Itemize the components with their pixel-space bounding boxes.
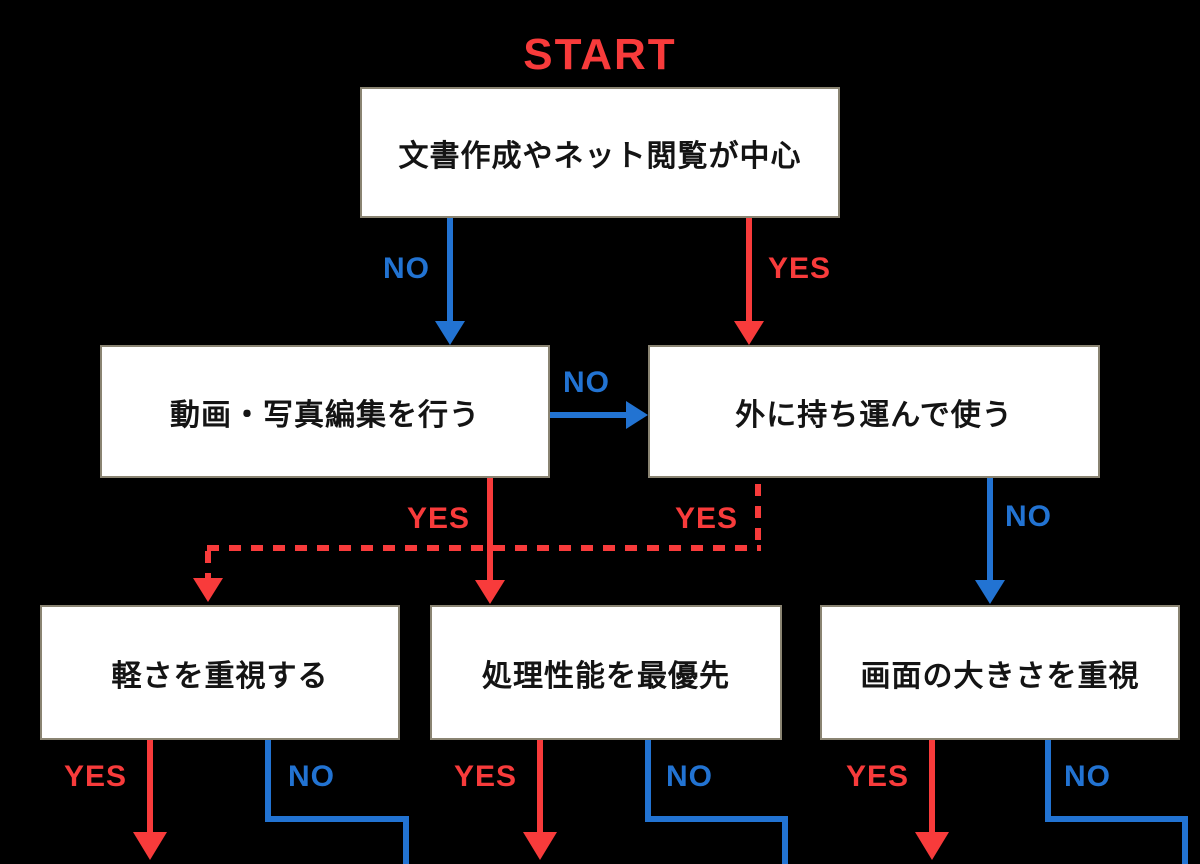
arrowhead-down-icon bbox=[915, 832, 949, 860]
connector-line-dashed bbox=[205, 551, 211, 579]
arrowhead-down-icon bbox=[475, 580, 505, 604]
edge-label-no: NO bbox=[288, 760, 335, 793]
flow-node-label: 画面の大きさを重視 bbox=[860, 659, 1140, 693]
connector-line bbox=[987, 478, 993, 584]
arrowhead-down-icon bbox=[523, 832, 557, 860]
connector-line bbox=[537, 740, 543, 834]
edge-label-no: NO bbox=[1064, 760, 1111, 793]
edge-label-yes: YES bbox=[407, 502, 471, 535]
flow-node-lightweight: 軽さを重視する bbox=[40, 605, 400, 740]
connector-line bbox=[1182, 816, 1188, 864]
connector-line-dashed bbox=[755, 484, 761, 546]
connector-line bbox=[782, 816, 788, 864]
connector-line bbox=[645, 816, 788, 822]
edge-label-yes: YES bbox=[846, 760, 910, 793]
flow-node-video-edit: 動画・写真編集を行う bbox=[100, 345, 550, 478]
connector-line bbox=[746, 218, 752, 326]
flow-node-performance: 処理性能を最優先 bbox=[430, 605, 782, 740]
edge-label-no: NO bbox=[563, 366, 610, 399]
start-label: START bbox=[523, 30, 677, 79]
arrowhead-down-icon bbox=[133, 832, 167, 860]
connector-line bbox=[929, 740, 935, 834]
flow-node-label: 処理性能を最優先 bbox=[482, 659, 730, 693]
connector-line bbox=[1045, 740, 1051, 822]
connector-line bbox=[265, 740, 271, 822]
flow-node-label: 動画・写真編集を行う bbox=[170, 398, 480, 432]
connector-line bbox=[550, 412, 628, 418]
arrowhead-down-icon bbox=[975, 580, 1005, 604]
edge-label-yes: YES bbox=[675, 502, 739, 535]
connector-line bbox=[645, 740, 651, 822]
connector-line bbox=[447, 218, 453, 326]
edge-label-yes: YES bbox=[454, 760, 518, 793]
connector-line bbox=[147, 740, 153, 834]
flow-node-start-question: 文書作成やネット閲覧が中心 bbox=[360, 87, 840, 218]
edge-label-no: NO bbox=[383, 252, 430, 285]
edge-label-yes: YES bbox=[64, 760, 128, 793]
arrowhead-down-icon bbox=[435, 321, 465, 345]
connector-line bbox=[1045, 816, 1188, 822]
flow-node-label: 軽さを重視する bbox=[111, 659, 329, 693]
edge-label-no: NO bbox=[666, 760, 713, 793]
arrowhead-down-icon bbox=[734, 321, 764, 345]
arrowhead-right-icon bbox=[626, 401, 648, 429]
connector-line bbox=[403, 816, 409, 864]
connector-line-dashed bbox=[207, 545, 761, 551]
flow-node-screen-size: 画面の大きさを重視 bbox=[820, 605, 1180, 740]
edge-label-no: NO bbox=[1005, 500, 1052, 533]
connector-line bbox=[265, 816, 409, 822]
flow-node-label: 文書作成やネット閲覧が中心 bbox=[398, 139, 802, 173]
flow-node-carry-outside: 外に持ち運んで使う bbox=[648, 345, 1100, 478]
connector-line bbox=[487, 478, 493, 584]
flow-node-label: 外に持ち運んで使う bbox=[735, 398, 1013, 432]
edge-label-yes: YES bbox=[768, 252, 832, 285]
arrowhead-down-icon bbox=[193, 578, 223, 602]
